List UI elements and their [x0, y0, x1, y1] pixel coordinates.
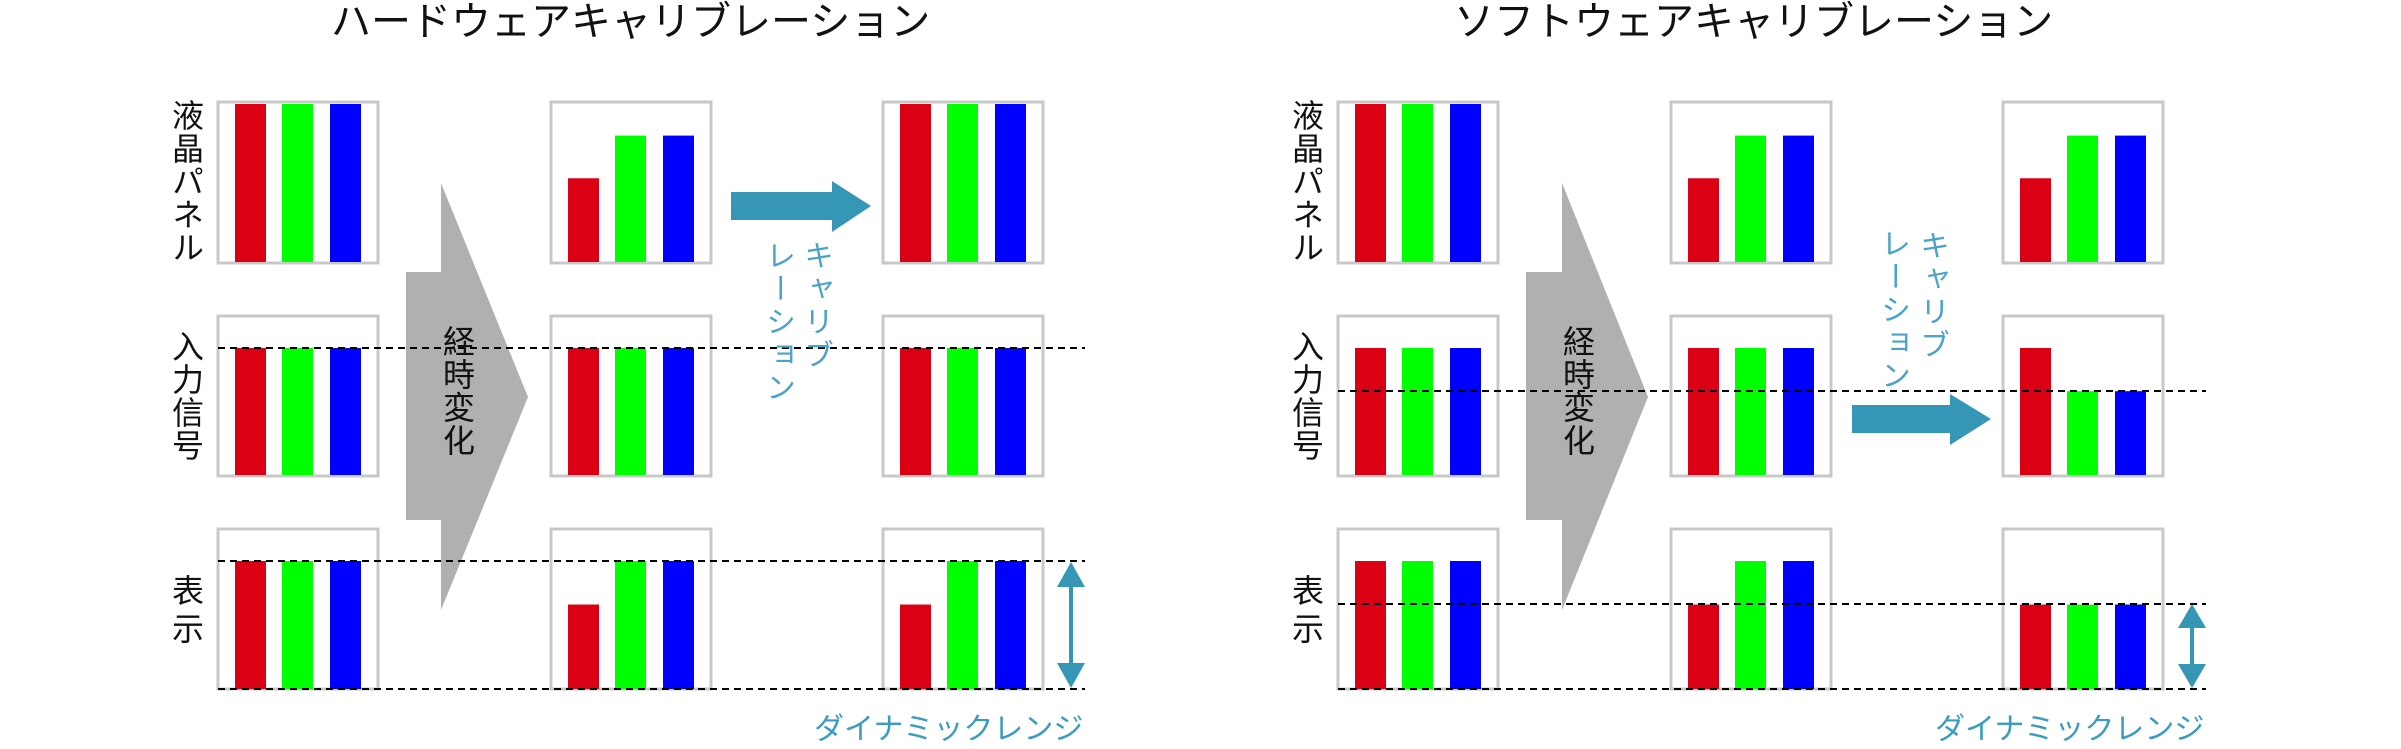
calibration-label-2: レーション — [1875, 228, 1910, 393]
red-bar — [568, 348, 599, 475]
red-bar — [568, 178, 599, 262]
blue-bar — [663, 348, 694, 475]
red-bar — [2020, 178, 2051, 262]
green-bar — [282, 104, 313, 262]
row-label-input: 入力信号 — [1287, 330, 1325, 462]
green-bar — [615, 348, 646, 475]
green-bar — [615, 561, 646, 689]
rgb-cell — [1669, 527, 1833, 691]
blue-bar — [663, 561, 694, 689]
rgb-cell — [549, 527, 713, 691]
row-label-display: 表示 — [167, 574, 205, 650]
rgb-cell — [216, 100, 380, 265]
dynamic-range-label: ダイナミックレンジ — [814, 712, 1084, 747]
software-title: ソフトウェアキャリブレーション — [1454, 0, 2054, 45]
red-bar — [235, 561, 266, 689]
row-label-panel: 液晶パネル — [167, 99, 205, 264]
calibration-label-1: キャリブ — [1914, 230, 1949, 362]
blue-bar — [1450, 104, 1481, 262]
rgb-cell — [2001, 314, 2165, 478]
time-change-arrow — [406, 183, 528, 610]
rgb-cell — [1669, 100, 1833, 265]
green-bar — [1735, 348, 1766, 475]
blue-bar — [995, 561, 1026, 689]
software-panel — [1336, 100, 2206, 691]
blue-bar — [2115, 604, 2146, 689]
blue-bar — [663, 135, 694, 262]
rgb-cell — [2001, 527, 2165, 691]
green-bar — [282, 561, 313, 689]
green-bar — [1735, 561, 1766, 689]
rgb-cell — [2001, 100, 2165, 265]
green-bar — [947, 561, 978, 689]
rgb-cell — [549, 314, 713, 478]
cells — [1336, 100, 2165, 691]
green-bar — [2067, 135, 2098, 262]
red-bar — [1688, 604, 1719, 689]
blue-bar — [1450, 561, 1481, 689]
green-bar — [1735, 135, 1766, 262]
red-bar — [1355, 348, 1386, 475]
blue-bar — [330, 561, 361, 689]
time-change-arrow — [1526, 183, 1648, 610]
rgb-cell — [881, 527, 1045, 691]
green-bar — [947, 348, 978, 475]
red-bar — [1688, 348, 1719, 475]
rgb-cell — [881, 100, 1045, 265]
rgb-cell — [1669, 314, 1833, 478]
blue-bar — [995, 348, 1026, 475]
green-bar — [2067, 391, 2098, 475]
blue-bar — [330, 104, 361, 262]
green-bar — [947, 104, 978, 262]
dynamic-range-arrow — [2178, 604, 2206, 688]
row-label-input: 入力信号 — [167, 330, 205, 462]
blue-bar — [1783, 348, 1814, 475]
rgb-cell — [216, 527, 380, 691]
red-bar — [1355, 561, 1386, 689]
blue-bar — [2115, 135, 2146, 262]
row-label-panel: 液晶パネル — [1287, 99, 1325, 264]
rgb-cell — [881, 314, 1045, 478]
hardware-title: ハードウェアキャリブレーション — [331, 0, 931, 45]
green-bar — [282, 348, 313, 475]
rgb-cell — [1336, 314, 1500, 478]
rgb-cell — [216, 314, 380, 478]
rgb-cell — [1336, 527, 1500, 691]
calibration-arrow — [731, 181, 871, 232]
blue-bar — [330, 348, 361, 475]
red-bar — [1688, 178, 1719, 262]
red-bar — [568, 604, 599, 689]
dynamic-range-label: ダイナミックレンジ — [1935, 712, 2205, 747]
red-bar — [235, 348, 266, 475]
red-bar — [235, 104, 266, 262]
rgb-cell — [1336, 100, 1500, 265]
red-bar — [900, 348, 931, 475]
green-bar — [1402, 561, 1433, 689]
blue-bar — [2115, 391, 2146, 475]
cells — [216, 100, 1045, 691]
row-label-display: 表示 — [1287, 574, 1325, 650]
hardware-panel — [216, 100, 1085, 691]
calibration-arrow — [1852, 394, 1991, 445]
time-change-label: 経時変化 — [438, 325, 476, 457]
blue-bar — [995, 104, 1026, 262]
blue-bar — [1450, 348, 1481, 475]
blue-bar — [1783, 135, 1814, 262]
green-bar — [1402, 104, 1433, 262]
green-bar — [615, 135, 646, 262]
red-bar — [900, 604, 931, 689]
blue-bar — [1783, 561, 1814, 689]
dynamic-range-arrow — [1057, 562, 1085, 688]
red-bar — [900, 104, 931, 262]
green-bar — [1402, 348, 1433, 475]
red-bar — [1355, 104, 1386, 262]
green-bar — [2067, 604, 2098, 689]
red-bar — [2020, 604, 2051, 689]
time-change-label: 経時変化 — [1558, 325, 1596, 457]
calibration-label-2: レーション — [760, 240, 795, 405]
red-bar — [2020, 348, 2051, 475]
rgb-cell — [549, 100, 713, 265]
calibration-label-1: キャリブ — [798, 240, 833, 372]
